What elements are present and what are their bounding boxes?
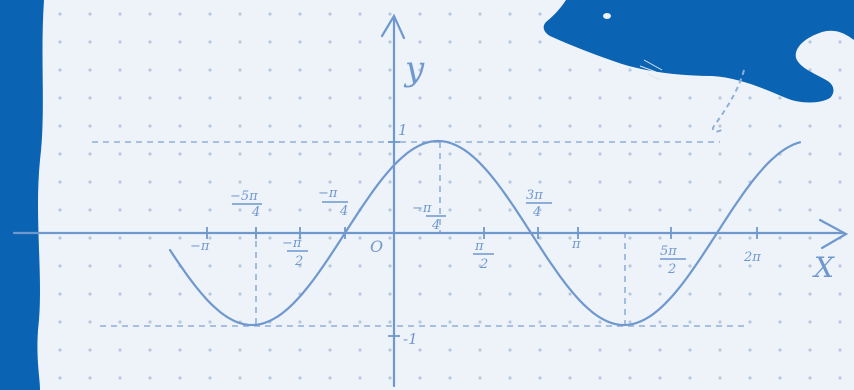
x-tick-neg-5pi-4-num: −5π	[230, 189, 258, 204]
x-tick-5pi-2-den: 2	[667, 262, 676, 277]
left-blue-border	[0, 0, 44, 390]
origin-label: O	[370, 237, 383, 256]
x-axis-arrow	[818, 218, 849, 250]
x-tick-neg-pi-4-num: −π	[318, 186, 338, 201]
x-tick-pi-4-den: 4	[431, 218, 440, 233]
x-tick-5pi-2-num: 5π	[660, 244, 677, 259]
x-tick-3pi-4-den: 4	[532, 205, 541, 220]
x-tick-neg-pi-4-den: 4	[339, 204, 348, 219]
x-tick-pi-2-num: π	[474, 239, 484, 254]
x-tick-neg-pi-2-num: −π	[282, 236, 302, 251]
dot-grid	[58, 12, 842, 380]
y-axis-label: y	[403, 49, 425, 89]
cat-silhouette-icon	[543, 0, 854, 103]
x-tick-pi: π	[571, 237, 581, 252]
cat-whiskers	[639, 59, 663, 81]
x-tick-pi-2-den: 2	[479, 257, 488, 272]
cat-eye	[603, 13, 611, 19]
dashed-guides	[92, 141, 748, 327]
x-tick-neg-pi: −π	[190, 239, 210, 254]
x-tick-2pi: 2π	[743, 250, 761, 265]
sine-curve	[168, 139, 802, 327]
x-axis-label: X	[812, 251, 835, 284]
x-tick-labels: −π −5π 4 −π 2 −π 4 −π 4 π 2 3π 4 π 5π 2 …	[190, 186, 761, 277]
y-axis-arrow	[380, 13, 406, 40]
x-tick-neg-5pi-4-den: 4	[251, 205, 260, 220]
x-tick-pi-4-num: −π	[412, 201, 432, 216]
y-tick-neg1: -1	[403, 330, 418, 348]
x-tick-3pi-4-num: 3π	[526, 188, 543, 203]
y-tick-1: 1	[398, 121, 408, 139]
curly-tail-icon	[712, 69, 745, 133]
x-tick-neg-pi-2-den: 2	[294, 254, 303, 269]
